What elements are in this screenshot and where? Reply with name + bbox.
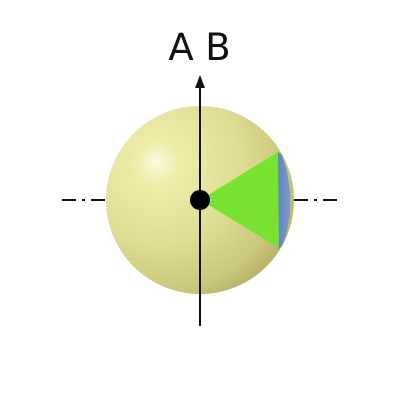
- cone-cap: [278, 152, 290, 249]
- label-b: B: [205, 26, 230, 69]
- label-a: A: [168, 26, 193, 69]
- center-dot: [190, 190, 210, 210]
- green-cone: [200, 152, 279, 248]
- axis-arrowhead: [195, 75, 205, 88]
